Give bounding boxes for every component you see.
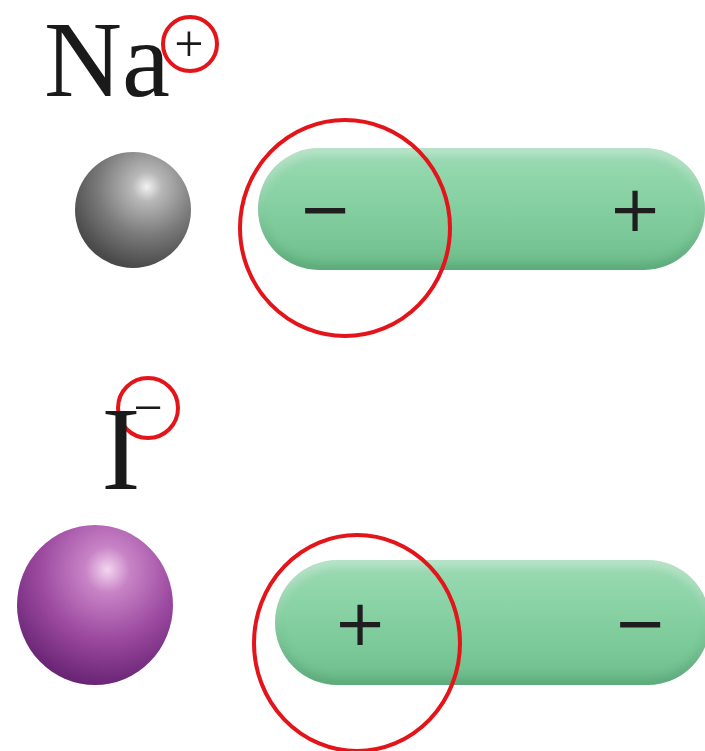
charge-superscript: + (174, 18, 203, 70)
dipole-capsule: −+ (258, 148, 705, 270)
dipole-capsule: +− (275, 560, 705, 685)
sodium-ion-sphere (75, 152, 191, 268)
charge-sign: + (320, 591, 400, 655)
highlight-circle (254, 535, 460, 751)
highlight-circle (240, 120, 450, 336)
charge-superscript: − (133, 382, 162, 434)
element-symbol: Na (44, 6, 170, 114)
charge-sign: − (600, 591, 680, 655)
iodide-ion-sphere (17, 525, 173, 685)
highlight-circle (163, 17, 217, 71)
charge-sign: + (595, 177, 675, 241)
charge-sign: − (285, 177, 365, 241)
